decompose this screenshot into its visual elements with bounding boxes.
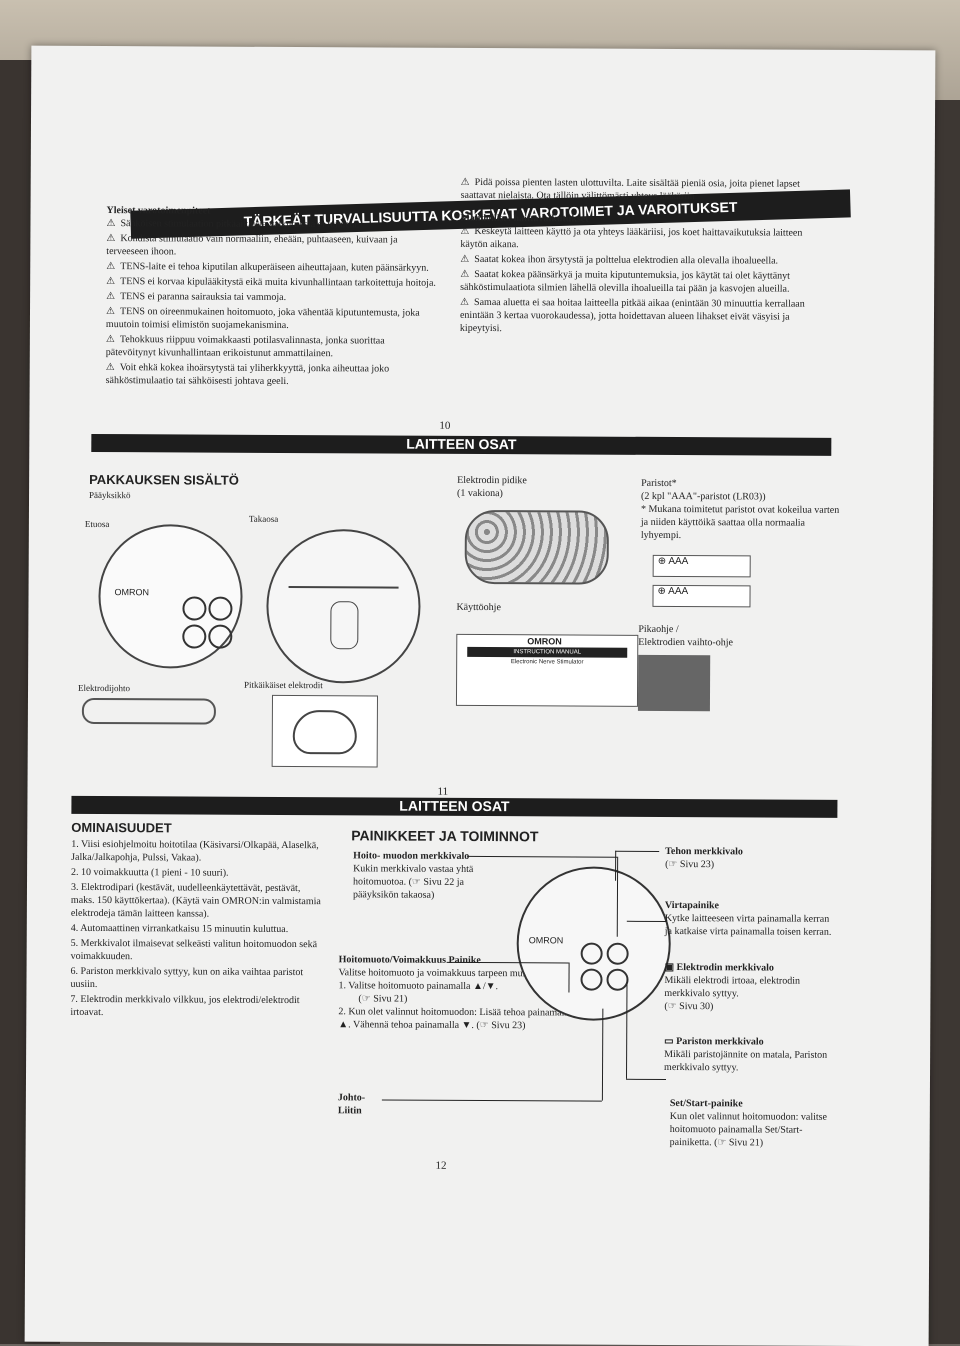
- list-item: ⚠Voit ehkä kokea ihoärsytystä tai yliher…: [105, 362, 390, 387]
- electrode-pad-icon: ▣: [664, 961, 677, 974]
- list-item: 5. Merkkivalot ilmaisevat selkeästi vali…: [70, 937, 318, 963]
- mode-light-block: Hoito- muodon merkkivalo Kukin merkkival…: [352, 850, 474, 901]
- battery-icon: ▭: [664, 1035, 677, 1048]
- electrodes-label: Pitkäikäiset elektrodit: [244, 679, 323, 691]
- list-item: 1. Viisi esiohjelmoitu hoitotilaa (Käsiv…: [71, 838, 319, 864]
- device-front-drawing: OMRON: [98, 524, 243, 669]
- main-unit-label: Pääyksikkö: [89, 489, 131, 501]
- general-list: ⚠Sähköisen stimulaation pitkäaikaisia va…: [106, 217, 437, 389]
- list-item: ⚠Kohdista stimulaatio vain normaaliin, e…: [106, 233, 398, 258]
- quick-guide-label: Pikaohje / Elektrodien vaihto-ohje: [638, 623, 734, 649]
- warning-icon: ⚠: [460, 225, 470, 237]
- package-title: PAKKAUKSEN SISÄLTÖ: [89, 471, 239, 488]
- manual-label: Käyttöohje: [456, 601, 501, 614]
- mode-down-button-icon: [580, 942, 603, 965]
- parts-banner-1: LAITTEEN OSAT: [91, 433, 832, 456]
- list-item: 3. Elektrodipari (kestävät, uudelleenkäy…: [70, 881, 321, 920]
- front-label: Etuosa: [84, 518, 110, 530]
- list-item: ⚠Samaa aluetta ei saa hoitaa laitteella …: [459, 296, 805, 335]
- device-button-icon: [182, 624, 207, 649]
- warning-icon: ⚠: [106, 218, 116, 230]
- warning-icon: ⚠: [106, 276, 116, 288]
- list-item: ⚠TENS on oireenmukainen hoitomuoto, joka…: [105, 306, 420, 331]
- list-item: 6. Pariston merkkivalo syttyy, kun on ai…: [70, 965, 304, 991]
- warning-icon: ⚠: [105, 362, 115, 374]
- manual-drawing: OMRON INSTRUCTION MANUAL Electronic Nerv…: [455, 633, 639, 707]
- device-back-drawing: [266, 528, 421, 684]
- device-brand: OMRON: [114, 587, 150, 598]
- page-number-12: 12: [435, 1159, 447, 1172]
- device-controls-drawing: OMRON: [516, 866, 672, 1022]
- electrodes-drawing: [271, 694, 379, 768]
- quick-guide-drawing: [637, 654, 711, 712]
- page-number-10: 10: [439, 419, 451, 432]
- buttons-title: PAINIKKEET JA TOIMINNOT: [351, 827, 539, 845]
- holder-label: Elektrodin pidike (1 vakiona): [457, 474, 527, 500]
- list-item: 4. Automaattinen virrankatkaisu 15 minuu…: [70, 922, 289, 935]
- warning-icon: ⚠: [460, 296, 470, 308]
- power-button-icon: [606, 942, 629, 965]
- general-precautions: Yleiset varotoimenpiteet ⚠Sähköisen stim…: [106, 204, 437, 391]
- warning-icon: ⚠: [105, 306, 116, 318]
- list-item: ⚠Saatat kokea päänsärkyä ja muita kiputu…: [460, 268, 790, 295]
- person-figure-icon: [330, 601, 359, 650]
- battery-drawing: ⊕ AAA: [652, 584, 751, 608]
- warning-icon: ⚠: [460, 268, 470, 280]
- cord-drawing: [81, 697, 216, 725]
- battery-light-block: ▭ Pariston merkkivalo Mikäli paristojänn…: [664, 1035, 828, 1074]
- set-start-block: Set/Start-painike Kun olet valinnut hoit…: [669, 1097, 828, 1149]
- right-warnings: ⚠Pidä poissa pienten lasten ulottuvilta.…: [460, 176, 821, 339]
- list-item: ⚠TENS ei korvaa kipulääkitystä eikä muit…: [106, 276, 436, 289]
- list-item: ⚠Keskeytä laitteen käyttö ja ota yhteys …: [460, 225, 803, 251]
- warning-icon: ⚠: [105, 334, 115, 346]
- battery-drawing: ⊕ AAA: [652, 554, 751, 578]
- parts-banner-2: LAITTEEN OSAT: [71, 795, 838, 818]
- power-light-block: Tehon merkkivalo (☞ Sivu 23): [665, 845, 743, 871]
- set-start-button-icon: [606, 968, 629, 991]
- list-item: ⚠TENS-laite ei tehoa kiputilan alkuperäi…: [106, 261, 429, 274]
- batteries-label: Paristot* (2 kpl "AAA"-paristot (LR03)) …: [640, 477, 840, 542]
- cord-label: Elektrodijohto: [78, 682, 131, 694]
- warning-icon: ⚠: [460, 253, 470, 265]
- warning-icon: ⚠: [460, 176, 470, 188]
- list-item: 2. 10 voimakkuutta (1 pieni - 10 suuri).: [71, 866, 229, 879]
- back-label: Takaosa: [248, 513, 279, 524]
- electrode-holder-drawing: [464, 509, 609, 585]
- list-item: ⚠TENS ei paranna sairauksia tai vammoja.: [106, 291, 287, 303]
- list-item: ⚠Saatat kokea ihon ärsytystä ja polttelu…: [460, 253, 779, 267]
- warning-icon: ⚠: [106, 261, 116, 273]
- page-number-11: 11: [437, 785, 449, 798]
- features-list: 1. Viisi esiohjelmoitu hoitotilaa (Käsiv…: [70, 838, 321, 1022]
- mode-up-button-icon: [580, 968, 603, 991]
- warning-icon: ⚠: [106, 233, 116, 245]
- features-title: OMINAISUUDET: [71, 819, 172, 836]
- device-button-icon: [182, 596, 207, 621]
- children-warning: Pidä poissa pienten lasten ulottuvilta. …: [460, 176, 800, 203]
- batteries-note: * Mukana toimitetut paristot ovat kokeil…: [640, 503, 840, 542]
- electrode-light-block: ▣ Elektrodin merkkivalo Mikäli elektrodi…: [664, 961, 801, 1013]
- list-item: 7. Elektrodin merkkivalo vilkkuu, jos el…: [70, 993, 300, 1019]
- warning-icon: ⚠: [106, 291, 116, 303]
- jack-label: Johto- Liitin: [337, 1092, 366, 1117]
- device-button-icon: [208, 596, 233, 621]
- manual-paper: TÄRKEÄT TURVALLISUUTTA KOSKEVAT VAROTOIM…: [24, 45, 936, 1346]
- power-button-block: Virtapainike Kytke laitteeseen virta pai…: [664, 899, 832, 938]
- side-effects-list: ⚠Keskeytä laitteen käyttö ja ota yhteys …: [460, 225, 821, 337]
- list-item: ⚠Tehokkuus riippuu voimakkaasti potilasv…: [105, 334, 385, 360]
- device-button-icon: [208, 624, 233, 649]
- list-item: ⚠Sähköisen stimulaation pitkäaikaisia va…: [106, 218, 360, 231]
